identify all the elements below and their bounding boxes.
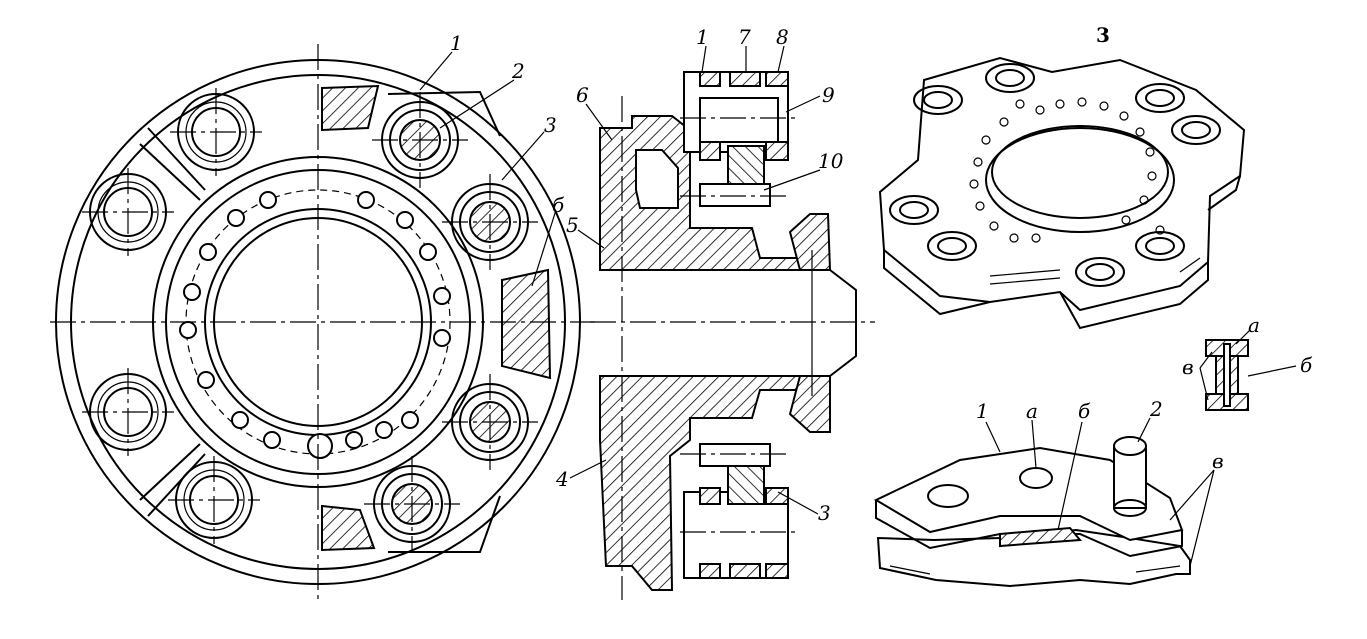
right-bolts xyxy=(321,84,552,553)
label-front-2: 2 xyxy=(511,59,525,83)
label-section-3: 3 xyxy=(818,501,831,525)
callout-labels: 1 2 3 б 1 7 8 9 10 6 5 4 3 3 а б в 1 а б… xyxy=(450,23,1313,525)
front-view xyxy=(50,44,595,604)
label-front-1: 1 xyxy=(450,31,463,55)
label-section-1: 1 xyxy=(696,25,709,49)
bushing-section xyxy=(1205,339,1249,411)
label-section-4: 4 xyxy=(555,467,569,491)
label-front-3: 3 xyxy=(544,113,557,137)
label-section-5: 5 xyxy=(566,213,579,237)
label-segment-1: 1 xyxy=(976,399,989,423)
label-segment-b: б xyxy=(1078,399,1091,423)
label-plate-3: 3 xyxy=(1096,23,1110,47)
label-section-9: 9 xyxy=(822,83,835,107)
plate-isometric xyxy=(878,56,1246,330)
section-view xyxy=(590,71,875,600)
left-bushings xyxy=(82,88,262,544)
segment-isometric xyxy=(873,436,1191,588)
leader-lines xyxy=(419,45,1297,567)
label-section-8: 8 xyxy=(776,25,789,49)
label-section-10: 10 xyxy=(818,149,844,173)
label-segment-a: а xyxy=(1026,399,1038,423)
label-part-a: а xyxy=(1248,313,1260,337)
label-part-v: в xyxy=(1182,355,1194,379)
label-segment-2: 2 xyxy=(1149,397,1163,421)
bolt-circle xyxy=(179,191,451,459)
label-segment-v: в xyxy=(1212,449,1224,473)
label-section-6: 6 xyxy=(576,83,589,107)
label-part-b: б xyxy=(1300,353,1313,377)
label-front-b: б xyxy=(552,193,565,217)
label-section-7: 7 xyxy=(738,25,751,49)
